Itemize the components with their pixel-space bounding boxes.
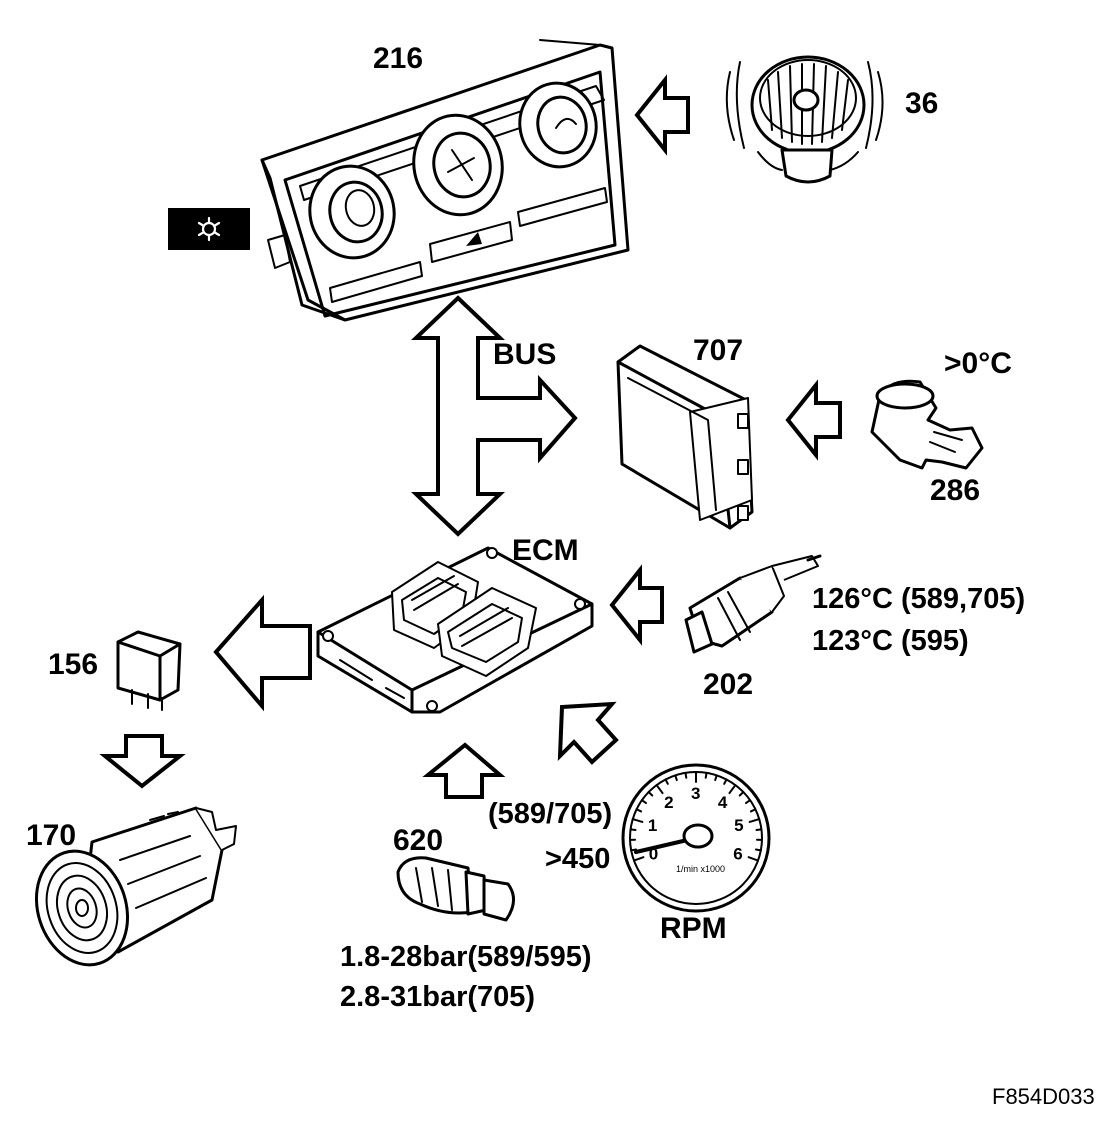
ac-button <box>168 208 250 250</box>
arrow-relay-to-compressor <box>99 734 186 789</box>
bus-arrow <box>411 295 578 537</box>
label-rpm: RPM <box>660 912 727 945</box>
label-rpm-threshold: >450 <box>545 843 610 875</box>
arrow-blower-to-panel <box>634 74 690 156</box>
ambient-sensor-286 <box>870 379 984 470</box>
label-pressure-705: 2.8-31bar(705) <box>340 981 535 1013</box>
gauge-major-tick <box>728 784 737 795</box>
gauge-number: 5 <box>734 816 743 835</box>
gauge-minor-tick <box>635 808 643 813</box>
figure-code: F854D033 <box>992 1084 1095 1109</box>
gauge-minor-tick <box>714 774 718 782</box>
gauge-minor-tick <box>647 791 654 797</box>
gauge-minor-tick <box>630 848 638 852</box>
label-bus: BUS <box>493 338 556 371</box>
label-620: 620 <box>393 824 443 857</box>
gauge-number: 0 <box>649 844 658 863</box>
label-temp-595: 123°C (595) <box>812 625 969 657</box>
gauge-minor-tick <box>640 799 648 805</box>
gauge-major-tick <box>655 784 664 795</box>
label-216: 216 <box>373 42 423 75</box>
coolant-sensor-202 <box>684 554 822 654</box>
label-286: 286 <box>930 474 980 507</box>
gauge-minor-tick <box>755 828 763 832</box>
gauge-minor-tick <box>674 774 678 782</box>
gauge-minor-tick <box>738 791 745 797</box>
gauge-number: 2 <box>664 793 673 812</box>
label-202: 202 <box>703 668 753 701</box>
label-ecm: ECM <box>512 534 579 567</box>
gauge-minor-tick <box>629 828 637 832</box>
gauge-minor-tick <box>664 778 669 785</box>
arrow-286-to-707 <box>785 379 842 461</box>
label-pressure-589-595: 1.8-28bar(589/595) <box>340 941 592 973</box>
gauge-major-tick <box>748 818 761 823</box>
climate-control-panel <box>260 39 630 322</box>
label-temp-589-705: 126°C (589,705) <box>812 583 1025 615</box>
snowflake-icon <box>197 216 221 242</box>
gauge-minor-tick <box>754 848 762 852</box>
ac-compressor-170 <box>34 806 237 967</box>
pressure-switch-620 <box>396 856 515 922</box>
gauge-number: 1 <box>648 816 657 835</box>
label-170: 170 <box>26 819 76 852</box>
gauge-number: 3 <box>691 784 700 803</box>
arrow-620-to-ecm <box>422 742 506 799</box>
gauge-minor-tick <box>749 808 757 813</box>
label-36: 36 <box>905 87 938 120</box>
label-707: 707 <box>693 334 743 367</box>
gauge-major-tick <box>747 856 760 862</box>
relay-156 <box>116 630 182 711</box>
gauge-minor-tick <box>744 799 752 805</box>
label-156: 156 <box>48 648 98 681</box>
gauge-major-tick <box>632 856 645 862</box>
gauge-minor-tick <box>684 771 688 779</box>
arrow-ecm-to-relay <box>213 594 312 712</box>
label-ambient-temp: >0°C <box>944 347 1012 380</box>
module-707 <box>616 344 754 530</box>
arrow-202-to-ecm <box>609 564 664 646</box>
gauge-number: 6 <box>733 844 742 863</box>
gauge-major-tick <box>631 818 644 823</box>
blower-fan <box>725 55 884 184</box>
gauge-minor-tick <box>704 771 708 779</box>
ecm-unit <box>316 546 594 714</box>
gauge-minor-tick <box>723 778 728 785</box>
gauge-number: 4 <box>718 793 728 812</box>
gauge-unit-label: 1/min x1000 <box>676 864 725 874</box>
label-rpm-variants: (589/705) <box>488 798 612 830</box>
arrow-rpm-to-ecm <box>557 701 619 765</box>
